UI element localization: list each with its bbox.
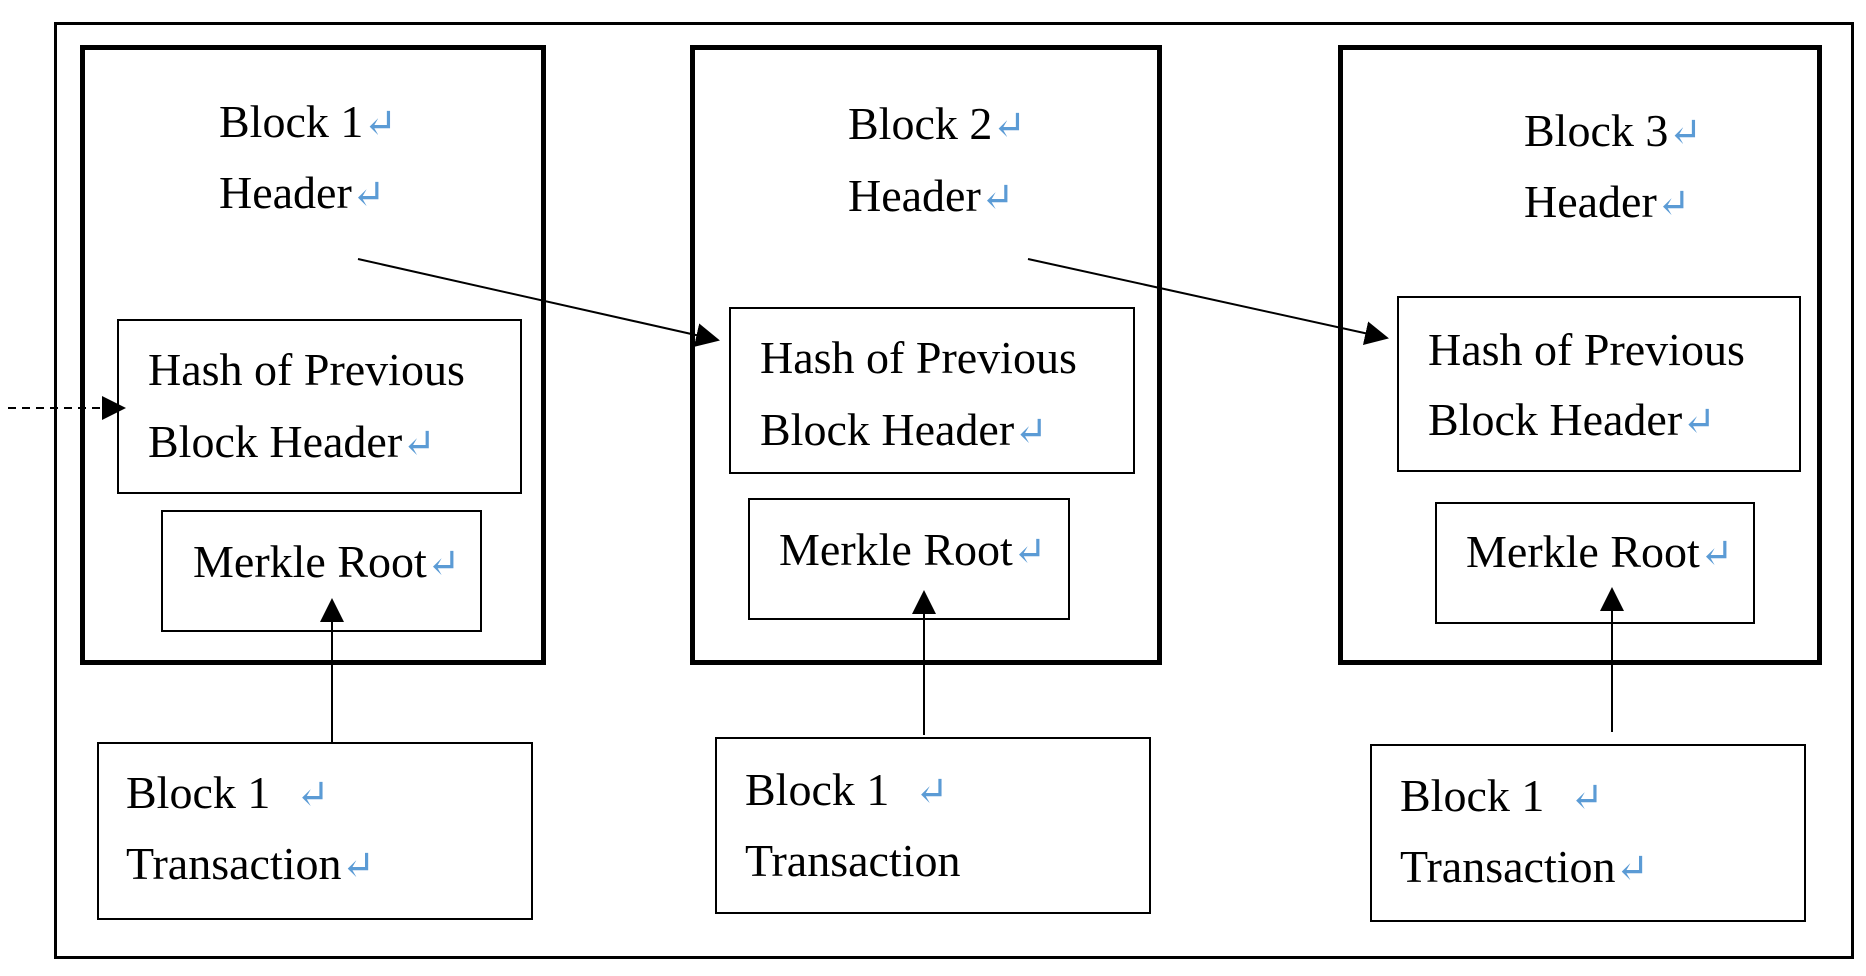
block-3-transaction-line1: Block 1 ↵ xyxy=(1400,770,1604,821)
paragraph-mark-icon: ↵ xyxy=(1014,409,1048,454)
paragraph-mark-icon: ↵ xyxy=(341,843,376,888)
paragraph-mark-icon: ↵ xyxy=(1656,181,1691,226)
block-3-hash-box xyxy=(1397,296,1801,472)
paragraph-mark-icon: ↵ xyxy=(363,101,397,146)
block-3-transaction-box xyxy=(1370,744,1806,922)
block-1-transaction-line1: Block 1 ↵ xyxy=(126,767,330,818)
block-1-hash-line1: Hash of Previous xyxy=(148,344,465,395)
paragraph-mark-icon: ↵ xyxy=(1682,399,1716,444)
paragraph-mark-icon: ↵ xyxy=(402,421,436,466)
block-3-merkle-root: Merkle Root↵ xyxy=(1466,526,1734,577)
paragraph-mark-icon: ↵ xyxy=(426,541,461,586)
paragraph-mark-icon: ↵ xyxy=(1012,529,1047,574)
paragraph-mark-icon: ↵ xyxy=(295,772,330,817)
block-3-transaction-line2: Transaction↵ xyxy=(1400,841,1650,892)
block-2 xyxy=(690,45,1162,665)
block-2-title: Block 2↵ xyxy=(848,98,1026,149)
block-3-hash-line2: Block Header↵ xyxy=(1428,394,1716,445)
paragraph-mark-icon: ↵ xyxy=(992,103,1026,148)
paragraph-mark-icon: ↵ xyxy=(1569,775,1604,820)
block-1-header-label: Header↵ xyxy=(219,167,386,218)
diagram-frame xyxy=(54,22,1854,959)
block-2-hash-line2: Block Header↵ xyxy=(760,404,1048,455)
block1-to-block2-arrow xyxy=(357,258,720,347)
block-2-header-label: Header↵ xyxy=(848,170,1015,221)
block-3-hash-line1: Hash of Previous xyxy=(1428,324,1745,375)
block-3-title: Block 3↵ xyxy=(1524,105,1702,156)
paragraph-mark-icon: ↵ xyxy=(351,172,386,217)
block-2-transaction-line1: Block 1 ↵ xyxy=(745,764,949,815)
block-1-transaction-line2: Transaction↵ xyxy=(126,838,376,889)
block2-to-block3-arrow xyxy=(1027,258,1389,345)
block-2-transaction-line2: Transaction xyxy=(745,835,961,886)
block-1-title: Block 1↵ xyxy=(219,96,397,147)
block-1-hash-box xyxy=(117,319,522,494)
block-2-transaction-box xyxy=(715,737,1151,914)
block-1-hash-line2: Block Header↵ xyxy=(148,416,436,467)
block-3 xyxy=(1338,45,1822,665)
block-1-merkle-root: Merkle Root↵ xyxy=(193,536,461,587)
block-1-transaction-box xyxy=(97,742,533,920)
block-2-hash-box xyxy=(729,307,1135,474)
block-1 xyxy=(80,45,546,665)
paragraph-mark-icon: ↵ xyxy=(1668,110,1702,155)
paragraph-mark-icon: ↵ xyxy=(1615,846,1650,891)
block-2-merkle-root: Merkle Root↵ xyxy=(779,524,1047,575)
paragraph-mark-icon: ↵ xyxy=(980,175,1015,220)
block-2-merkle-box xyxy=(748,498,1070,620)
block-2-hash-line1: Hash of Previous xyxy=(760,332,1077,383)
paragraph-mark-icon: ↵ xyxy=(914,769,949,814)
block-3-header-label: Header↵ xyxy=(1524,176,1691,227)
block-3-merkle-box xyxy=(1435,502,1755,624)
paragraph-mark-icon: ↵ xyxy=(1699,531,1734,576)
block-1-merkle-box xyxy=(161,510,482,632)
